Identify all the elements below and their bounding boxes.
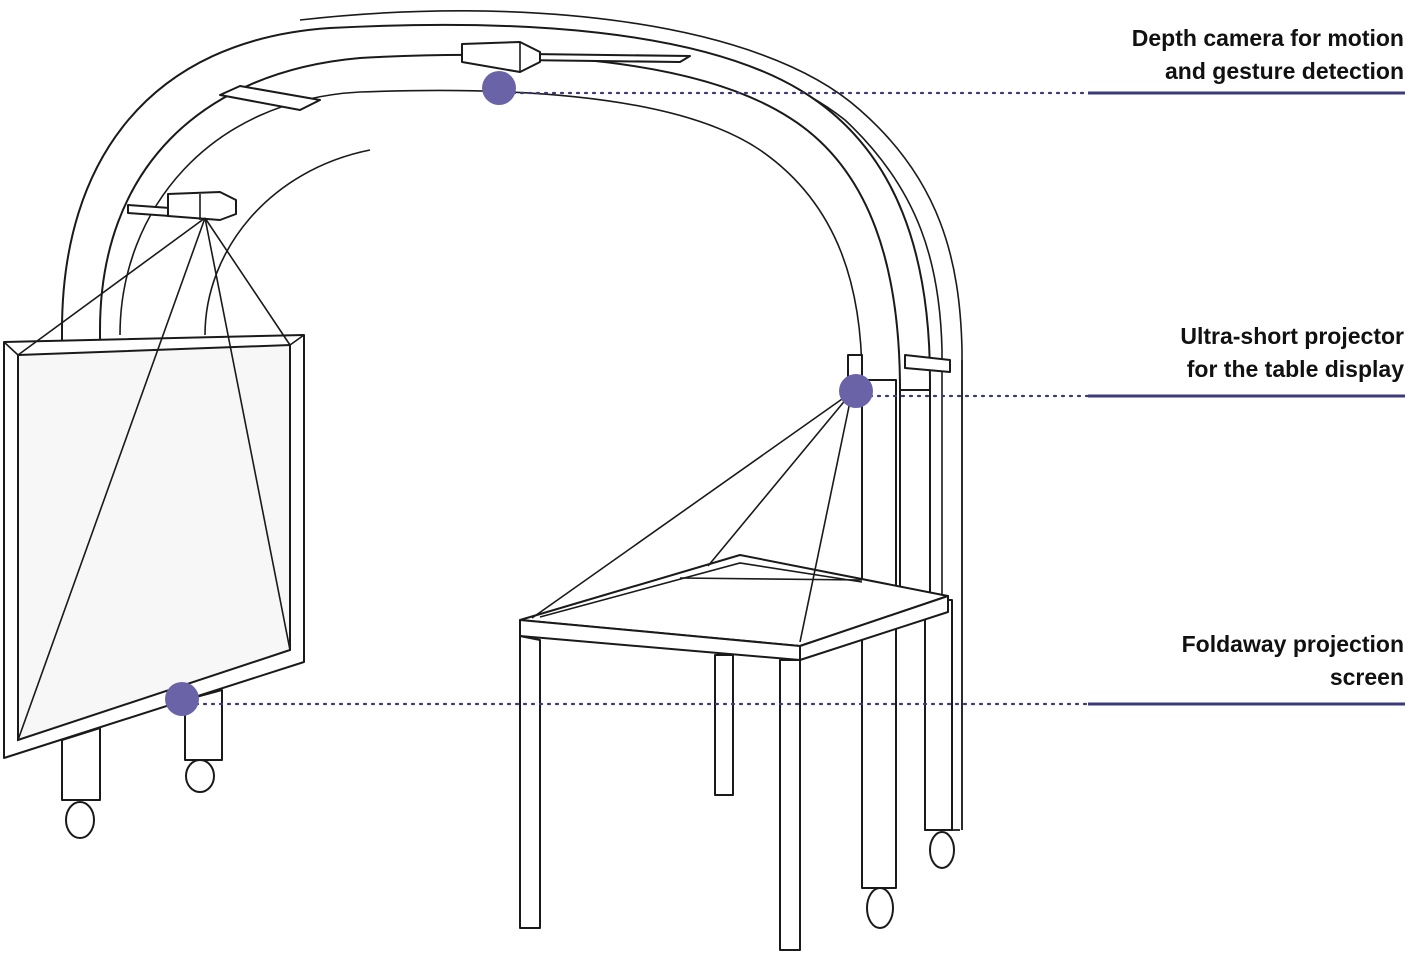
screen-projector-device (167, 191, 237, 221)
projection-screen (3, 217, 305, 839)
callout-dot-projector (839, 374, 873, 408)
callout-line: and gesture detection (1165, 58, 1404, 84)
callout-dot-depth-camera (482, 71, 516, 105)
callout-line: for the table display (1186, 356, 1404, 382)
arch-casters (866, 831, 955, 929)
callout-label-screen: Foldaway projection screen (984, 628, 1404, 694)
callout-line: Ultra-short projector (1180, 323, 1404, 349)
table-projector-beams (531, 391, 853, 643)
depth-camera-device (461, 41, 541, 73)
callout-line: Foldaway projection (1181, 631, 1404, 657)
callout-line: Depth camera for motion (1131, 25, 1404, 51)
callout-dot-screen (165, 682, 199, 716)
table (519, 554, 949, 951)
callout-label-depth-camera: Depth camera for motion and gesture dete… (984, 22, 1404, 88)
callout-line: screen (1329, 664, 1404, 690)
callout-label-projector: Ultra-short projector for the table disp… (984, 320, 1404, 386)
callout-layer (165, 71, 1405, 716)
